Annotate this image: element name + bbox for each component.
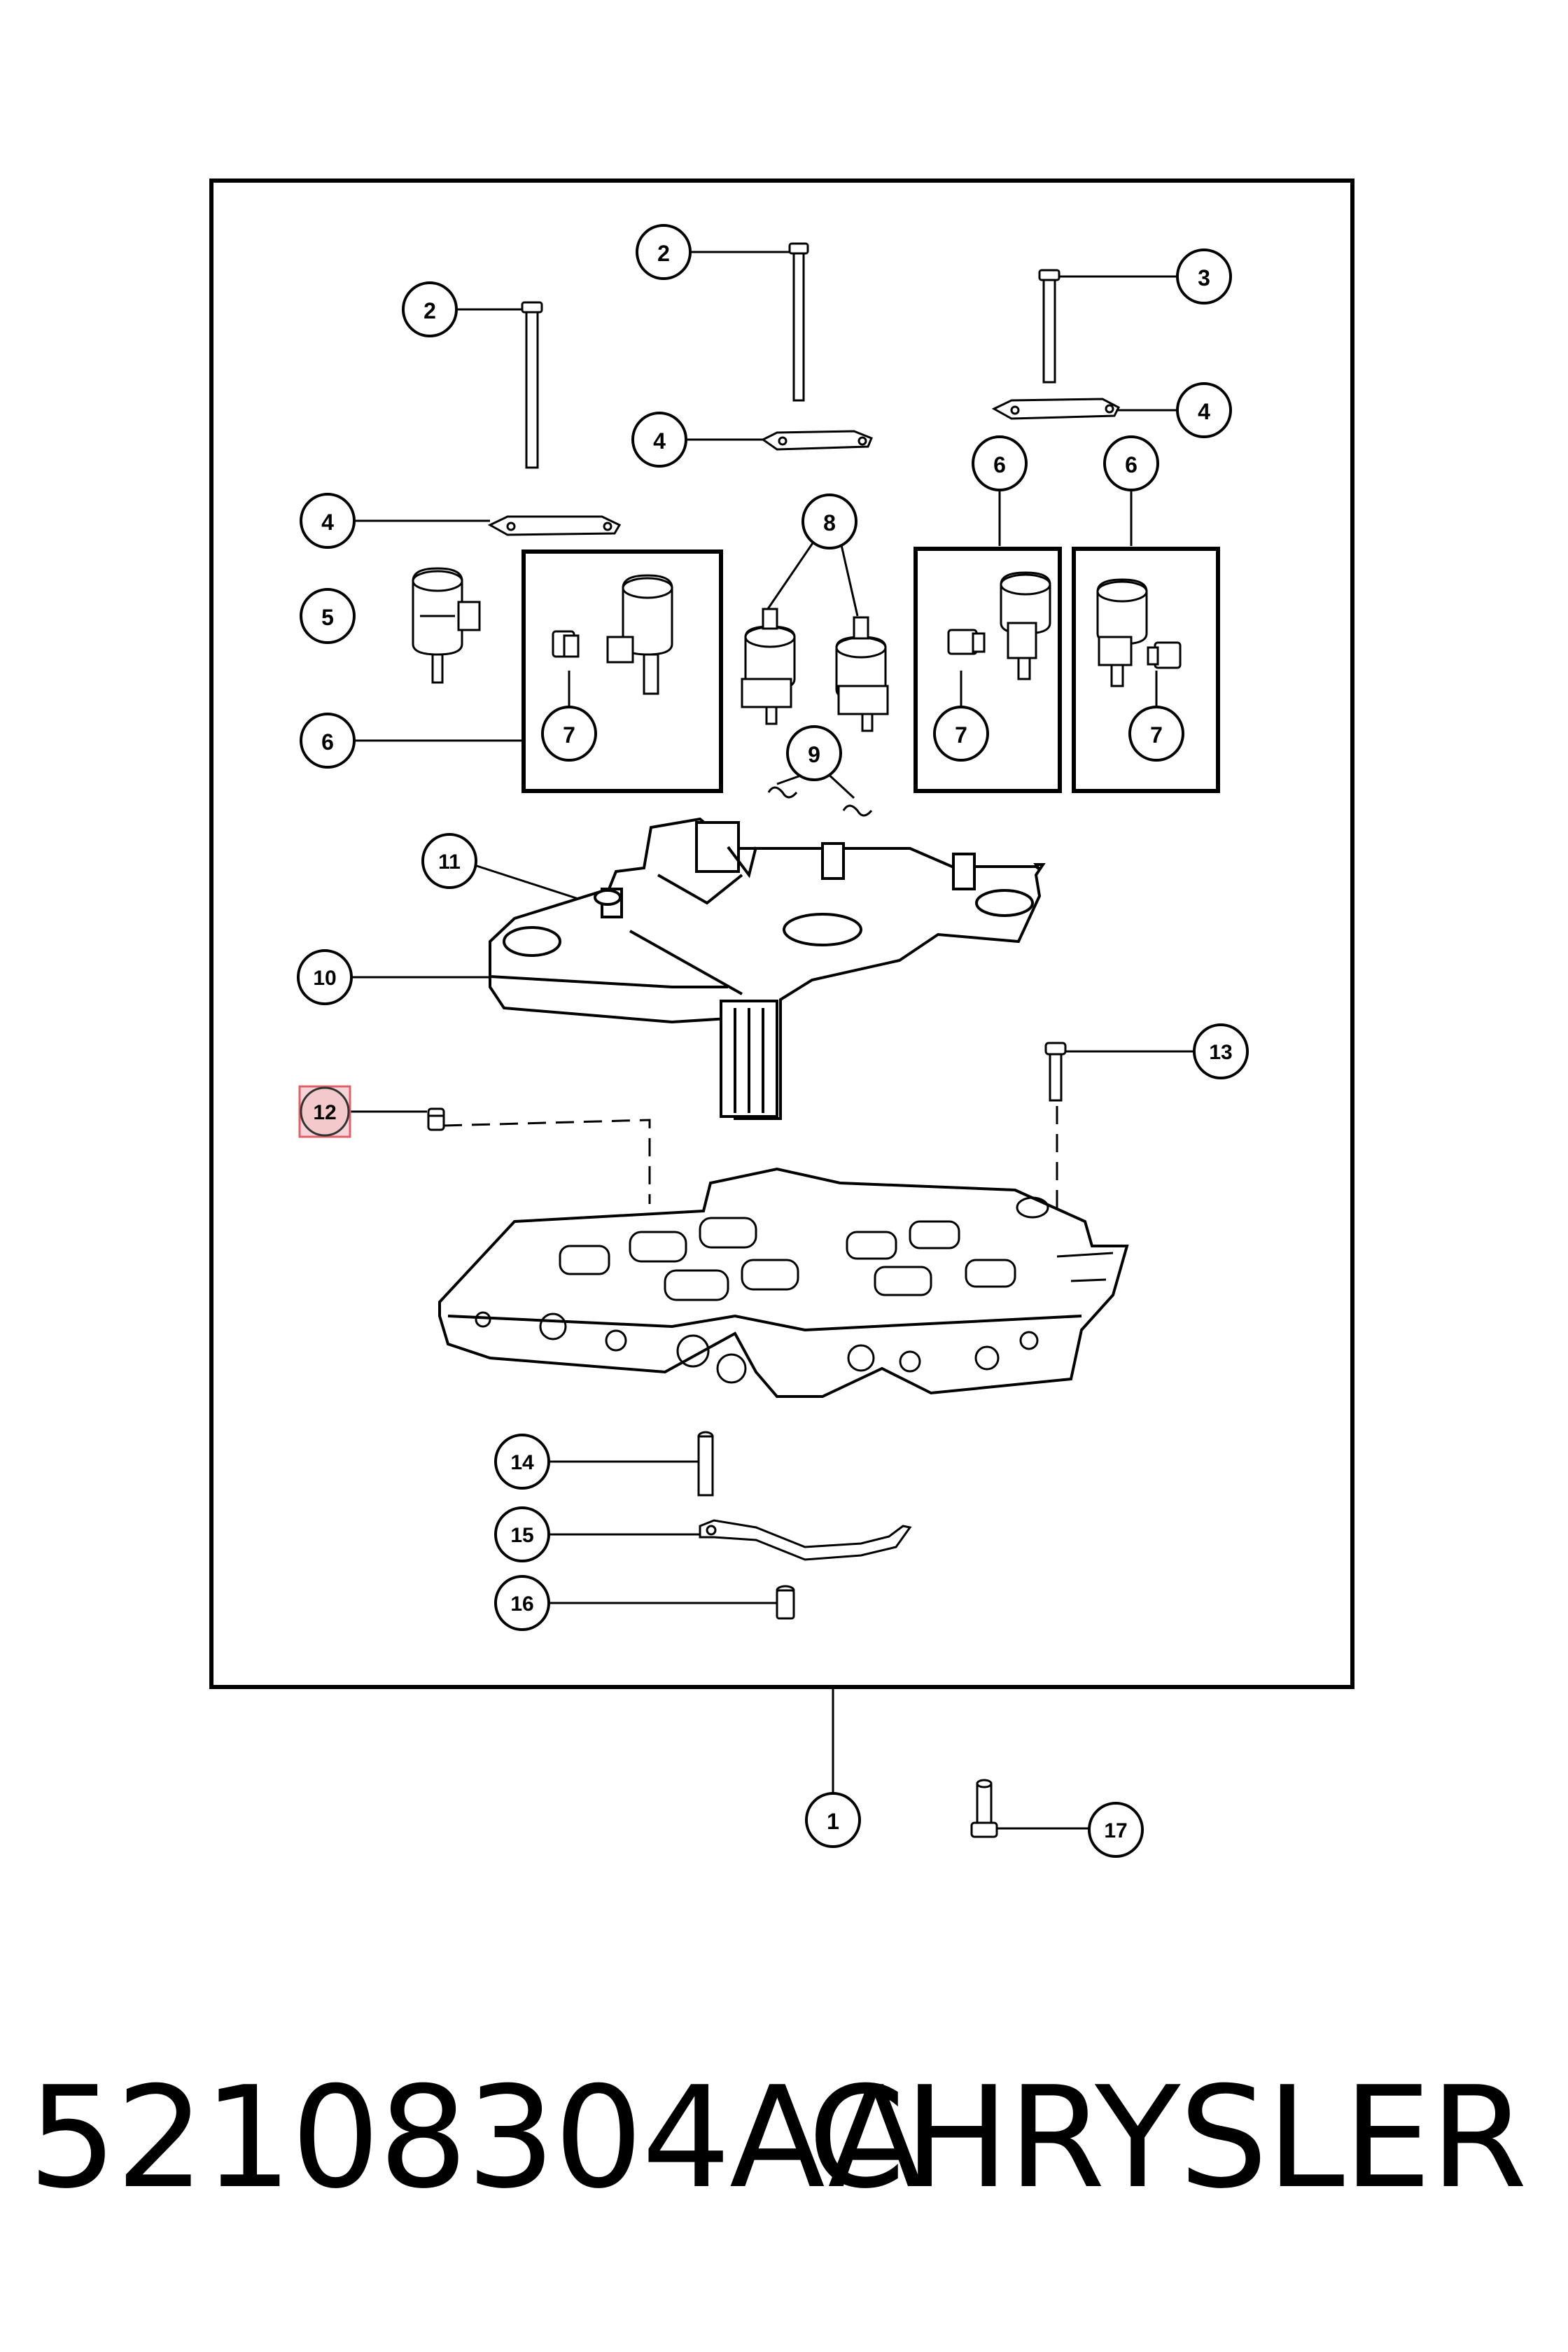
bolt-left xyxy=(521,301,543,469)
retainer-plate-left xyxy=(487,515,622,536)
solenoid-8-left xyxy=(741,608,796,725)
callout-label: 2 xyxy=(657,241,670,266)
valve-body-main xyxy=(438,1167,1129,1398)
bolt-12 xyxy=(427,1107,445,1131)
callout-17[interactable]: 17 xyxy=(1088,1802,1144,1858)
bolt-17 xyxy=(970,1779,998,1838)
connector-7-right xyxy=(1147,641,1182,669)
dashed-guides xyxy=(443,1106,1058,1211)
kit-box-right xyxy=(1072,547,1220,793)
solenoid-6-center-right xyxy=(1000,571,1051,680)
callout-3[interactable]: 3 xyxy=(1176,248,1232,304)
callout-14[interactable]: 14 xyxy=(494,1434,550,1490)
callout-label: 7 xyxy=(955,722,967,748)
callout-7b[interactable]: 7 xyxy=(933,706,989,762)
retainer-plate-center xyxy=(761,430,873,451)
clips-9 xyxy=(767,786,873,817)
callout-7c[interactable]: 7 xyxy=(1128,706,1184,762)
kit-box-center-right xyxy=(913,547,1062,793)
callout-4a[interactable]: 4 xyxy=(1176,382,1232,438)
kit-box-left xyxy=(522,550,723,793)
callouts: 2 2 3 4 4 4 5 6 xyxy=(297,224,1249,1858)
solenoid-6-left xyxy=(606,574,673,695)
callout-label: 6 xyxy=(321,729,334,755)
callout-label: 4 xyxy=(1198,399,1210,424)
callout-label: 14 xyxy=(510,1451,534,1474)
callout-label: 7 xyxy=(563,722,575,748)
callout-label: 4 xyxy=(321,510,334,535)
caption: 52108304AA CHRYSLER xyxy=(0,2054,1568,2222)
retainer-plate-right xyxy=(991,398,1121,420)
callout-11[interactable]: 11 xyxy=(421,833,477,889)
callout-6c[interactable]: 6 xyxy=(1103,435,1159,491)
pin-14 xyxy=(697,1431,714,1497)
bolt-center xyxy=(788,242,809,402)
callout-label: 2 xyxy=(424,298,436,323)
callout-16[interactable]: 16 xyxy=(494,1575,550,1631)
callout-label: 13 xyxy=(1209,1041,1232,1064)
solenoid-5 xyxy=(412,567,481,684)
callout-1[interactable]: 1 xyxy=(805,1792,861,1848)
bolt-13 xyxy=(1044,1042,1067,1102)
callout-13[interactable]: 13 xyxy=(1193,1023,1249,1079)
solenoid-6-right xyxy=(1096,578,1148,687)
connector-7-center-right xyxy=(947,629,986,655)
callout-2a[interactable]: 2 xyxy=(402,281,458,337)
solenoid-8-right xyxy=(835,616,889,732)
callout-label: 1 xyxy=(827,1809,839,1834)
callout-label: 15 xyxy=(510,1524,533,1547)
callout-label: 16 xyxy=(510,1592,533,1616)
assembly-frame xyxy=(209,178,1354,1689)
bracket-15 xyxy=(699,1519,912,1561)
connector-7-left xyxy=(552,630,580,658)
callout-15[interactable]: 15 xyxy=(494,1506,550,1562)
callout-label: 6 xyxy=(1125,452,1138,477)
callout-label: 10 xyxy=(313,967,336,990)
callout-label: 7 xyxy=(1150,722,1163,748)
screw-16 xyxy=(776,1585,795,1620)
callout-label: 12 xyxy=(313,1101,336,1124)
callout-2b[interactable]: 2 xyxy=(636,224,692,280)
callout-6b[interactable]: 6 xyxy=(972,435,1028,491)
callout-4c[interactable]: 4 xyxy=(300,493,356,549)
conductor-plate-10 xyxy=(489,817,1046,1120)
callout-9[interactable]: 9 xyxy=(786,725,842,781)
callout-label: 6 xyxy=(993,452,1006,477)
callout-4b[interactable]: 4 xyxy=(631,412,687,468)
callout-10[interactable]: 10 xyxy=(297,949,353,1005)
brand-name: CHRYSLER xyxy=(807,2057,1527,2220)
part-number: 52108304AA xyxy=(28,2057,923,2220)
callout-label: 11 xyxy=(438,850,461,874)
callout-5[interactable]: 5 xyxy=(300,588,356,644)
bolt-right xyxy=(1038,269,1060,384)
callout-8[interactable]: 8 xyxy=(802,493,858,550)
callout-label: 4 xyxy=(653,428,666,454)
callout-label: 9 xyxy=(808,742,820,767)
callout-label: 3 xyxy=(1198,265,1210,290)
callout-6a[interactable]: 6 xyxy=(300,713,356,769)
callout-7a[interactable]: 7 xyxy=(541,706,597,762)
callout-label: 5 xyxy=(321,605,334,630)
callout-12-highlighted[interactable]: 12 xyxy=(298,1085,351,1138)
callout-label: 8 xyxy=(823,510,836,536)
callout-label: 17 xyxy=(1104,1819,1127,1842)
